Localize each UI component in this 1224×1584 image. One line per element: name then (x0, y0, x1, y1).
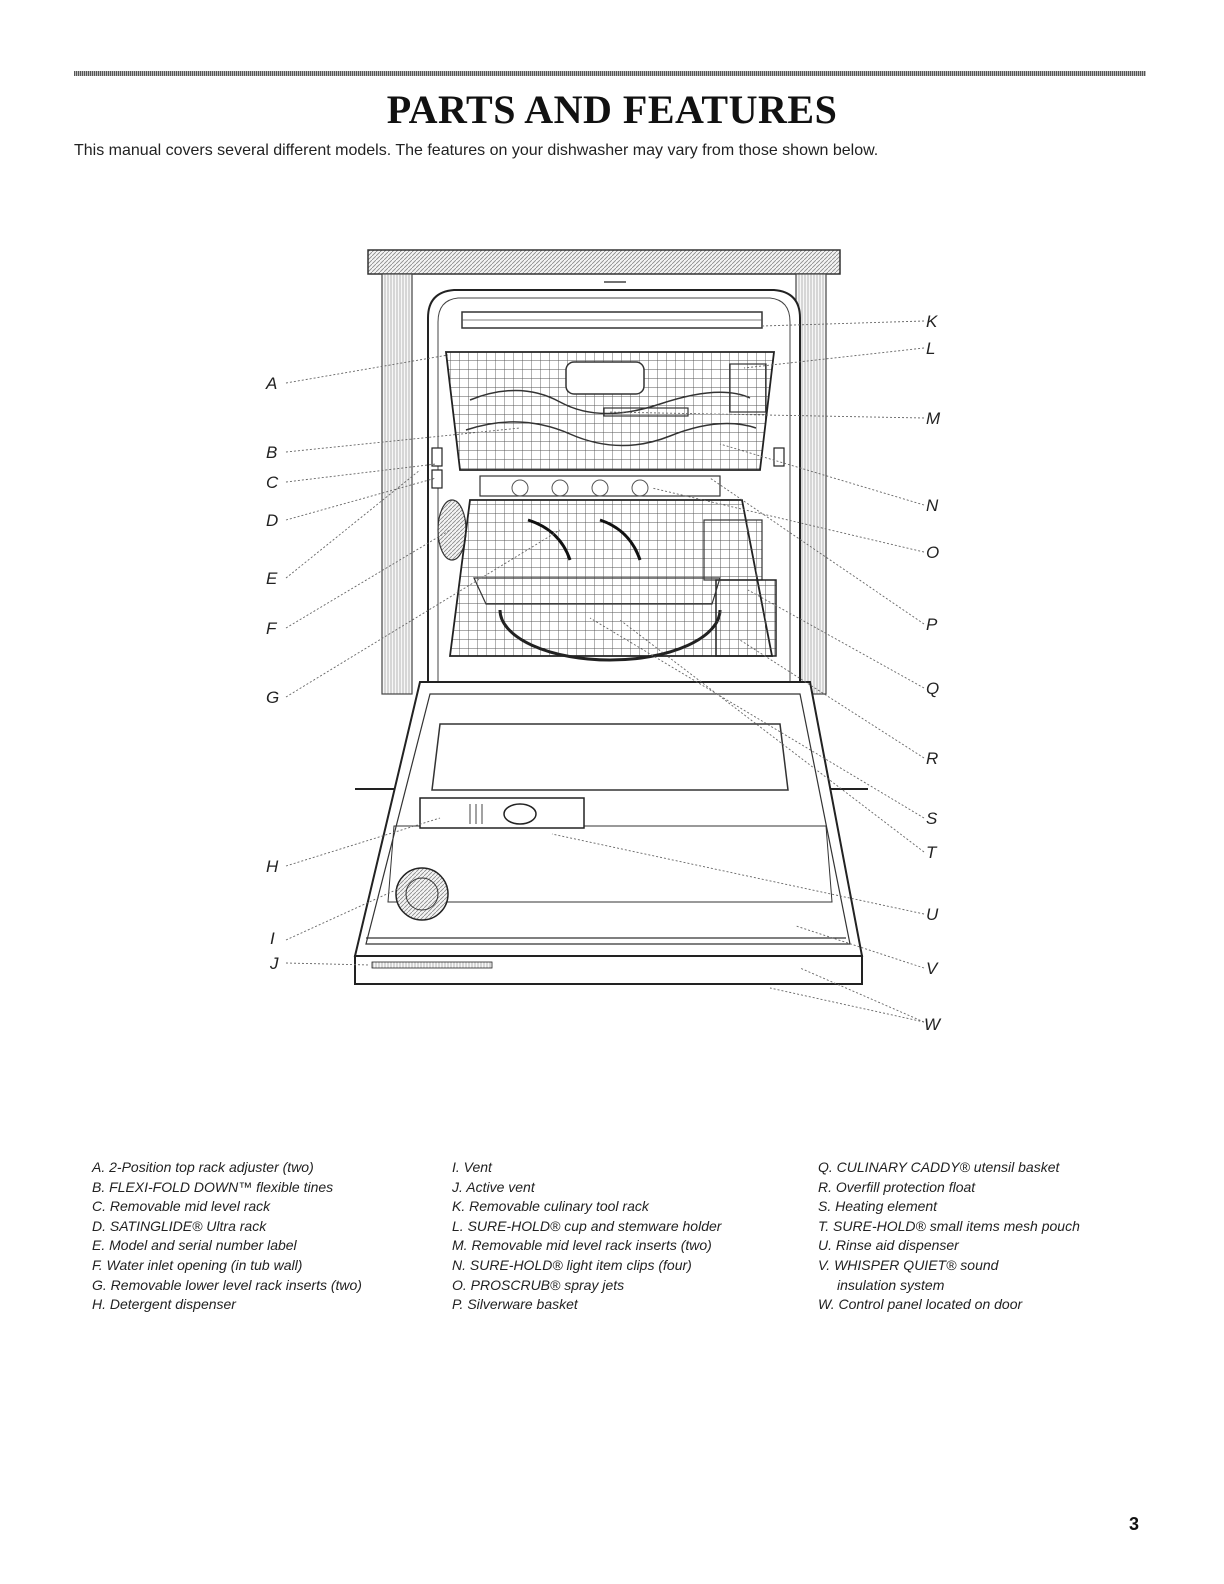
countertop (367, 249, 841, 275)
callout-u: U (926, 905, 939, 924)
detergent-dispenser (419, 797, 585, 829)
legend-item: S. Heating element (818, 1198, 938, 1215)
legend-column-2: I. Vent J. Active vent K. Removable culi… (452, 1158, 721, 1315)
callout-q: Q (926, 679, 939, 698)
legend-item: W. Control panel located on door (818, 1296, 1023, 1313)
callout-t: T (926, 843, 938, 862)
callout-a: A (265, 374, 277, 393)
legend-item: R. Overfill protection float (818, 1178, 976, 1195)
legend-item: T. SURE-HOLD® small items mesh pouch (818, 1217, 1080, 1234)
callout-f: F (266, 619, 278, 638)
callout-g: G (266, 688, 279, 707)
upper-rack (444, 351, 776, 471)
legend-item: K. Removable culinary tool rack (452, 1198, 649, 1215)
legend-item: G. Removable lower level rack inserts (t… (92, 1276, 362, 1293)
callout-w: W (924, 1015, 942, 1034)
callout-k: K (926, 312, 938, 331)
callout-j: J (269, 954, 279, 973)
callout-o: O (926, 543, 939, 562)
callout-s: S (926, 809, 938, 828)
legend-item: B. FLEXI-FOLD DOWN™ flexible tines (92, 1178, 334, 1195)
page-number: 3 (1129, 1514, 1140, 1534)
callout-d: D (266, 511, 278, 530)
legend-item-continuation: insulation system (837, 1276, 945, 1293)
intro-text: This manual covers several different mod… (74, 142, 879, 159)
legend-item: I. Vent (452, 1159, 492, 1175)
legend-item: Q. CULINARY CADDY® utensil basket (818, 1159, 1060, 1175)
callout-e: E (266, 569, 278, 588)
callout-v: V (926, 959, 939, 978)
legend-item: E. Model and serial number label (92, 1237, 297, 1254)
callout-c: C (266, 473, 279, 492)
legend-item: O. PROSCRUB® spray jets (452, 1276, 625, 1293)
legend-item: A. 2-Position top rack adjuster (two) (92, 1159, 314, 1175)
control-panel (354, 955, 863, 985)
callout-n: N (926, 496, 939, 515)
callout-h: H (266, 857, 279, 876)
legend-item: N. SURE-HOLD® light item clips (four) (452, 1256, 692, 1273)
callout-i: I (270, 929, 275, 948)
vent (395, 867, 449, 921)
legend-item: C. Removable mid level rack (92, 1198, 271, 1215)
callout-m: M (926, 409, 941, 428)
silverware-basket (715, 579, 777, 657)
active-vent (371, 961, 493, 969)
callout-r: R (926, 749, 938, 768)
header-rule (74, 71, 1146, 76)
legend-item: D. SATINGLIDE® Ultra rack (92, 1217, 267, 1234)
legend-item: M. Removable mid level rack inserts (two… (452, 1237, 712, 1254)
callout-b: B (266, 443, 277, 462)
legend-column-1: A. 2-Position top rack adjuster (two) B.… (92, 1158, 362, 1315)
legend-item: J. Active vent (452, 1178, 535, 1195)
legend-item: H. Detergent dispenser (92, 1296, 236, 1313)
page-title: PARTS AND FEATURES (386, 87, 838, 132)
legend-item: V. WHISPER QUIET® sound (818, 1256, 999, 1273)
cabinet-left (381, 273, 413, 695)
legend-column-3: Q. CULINARY CADDY® utensil basket R. Ove… (818, 1158, 1080, 1315)
legend-item: U. Rinse aid dispenser (818, 1237, 959, 1254)
legend-item: L. SURE-HOLD® cup and stemware holder (452, 1217, 722, 1234)
callout-p: P (926, 615, 938, 634)
legend-item: P. Silverware basket (452, 1296, 578, 1313)
legend-item: F. Water inlet opening (in tub wall) (92, 1256, 303, 1273)
callout-l: L (926, 339, 935, 358)
